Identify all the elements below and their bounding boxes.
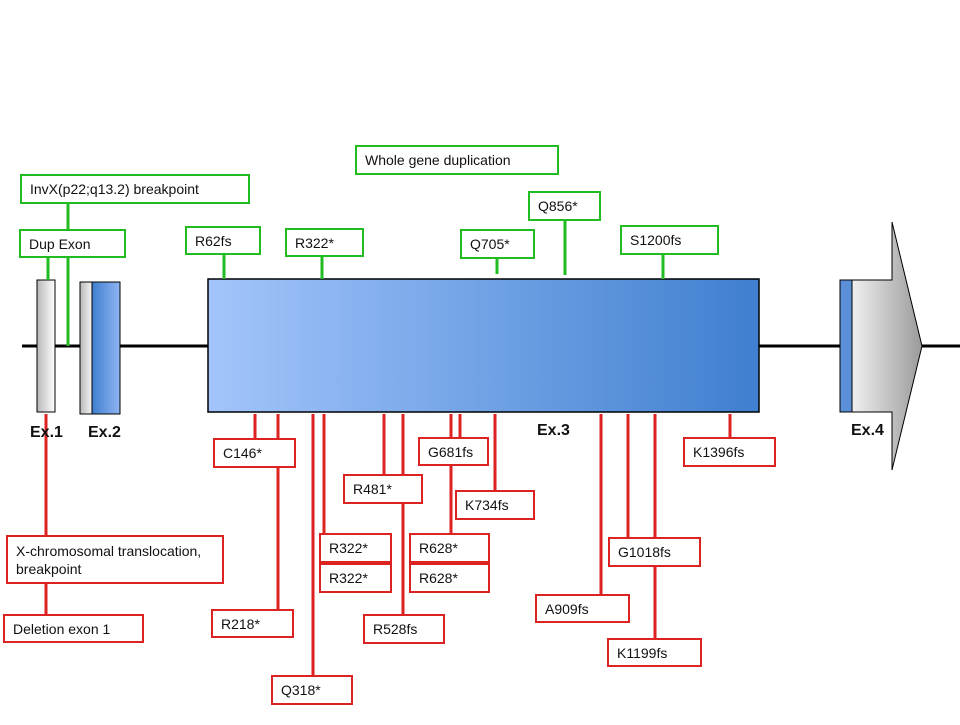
red-connectors: [44, 414, 732, 676]
label-q705: Q705*: [460, 229, 535, 259]
label-deletion-exon-1: Deletion exon 1: [3, 614, 144, 643]
exon-4-blue-box: [839, 279, 853, 413]
label-x-translocation: X-chromosomal translocation, breakpoint: [6, 535, 224, 584]
label-r322-below-a: R322*: [319, 533, 392, 563]
label-r62fs: R62fs: [185, 226, 261, 255]
label-dup-exon: Dup Exon: [19, 229, 126, 258]
label-g1018fs: G1018fs: [608, 537, 701, 567]
label-c146: C146*: [213, 438, 296, 468]
exon-2-label: Ex.2: [88, 424, 121, 441]
exon-2-blue-box: [91, 281, 121, 415]
label-r528fs: R528fs: [363, 614, 445, 644]
label-a909fs: A909fs: [535, 594, 630, 623]
label-r322-below-b: R322*: [319, 563, 392, 593]
label-r628-b: R628*: [409, 563, 490, 593]
label-q318: Q318*: [271, 675, 353, 705]
label-r322-above: R322*: [285, 228, 364, 257]
label-r481: R481*: [343, 474, 423, 504]
green-connectors: [46, 202, 665, 346]
label-r218: R218*: [211, 609, 294, 638]
label-g681fs: G681fs: [418, 437, 489, 466]
label-k1396fs: K1396fs: [683, 437, 776, 467]
exon-1-box: [36, 279, 56, 413]
exon-1-label: Ex.1: [30, 424, 63, 441]
label-k734fs: K734fs: [455, 490, 535, 520]
label-s1200fs: S1200fs: [620, 225, 719, 255]
label-q856: Q856*: [528, 191, 601, 221]
label-whole-gene-duplication: Whole gene duplication: [355, 145, 559, 175]
exon-3-label: Ex.3: [537, 422, 570, 439]
exon-3-box: [207, 278, 760, 413]
label-r628-a: R628*: [409, 533, 490, 563]
exon-4-label: Ex.4: [851, 422, 884, 439]
label-k1199fs: K1199fs: [607, 638, 702, 667]
label-invx-breakpoint: InvX(p22;q13.2) breakpoint: [20, 174, 250, 204]
